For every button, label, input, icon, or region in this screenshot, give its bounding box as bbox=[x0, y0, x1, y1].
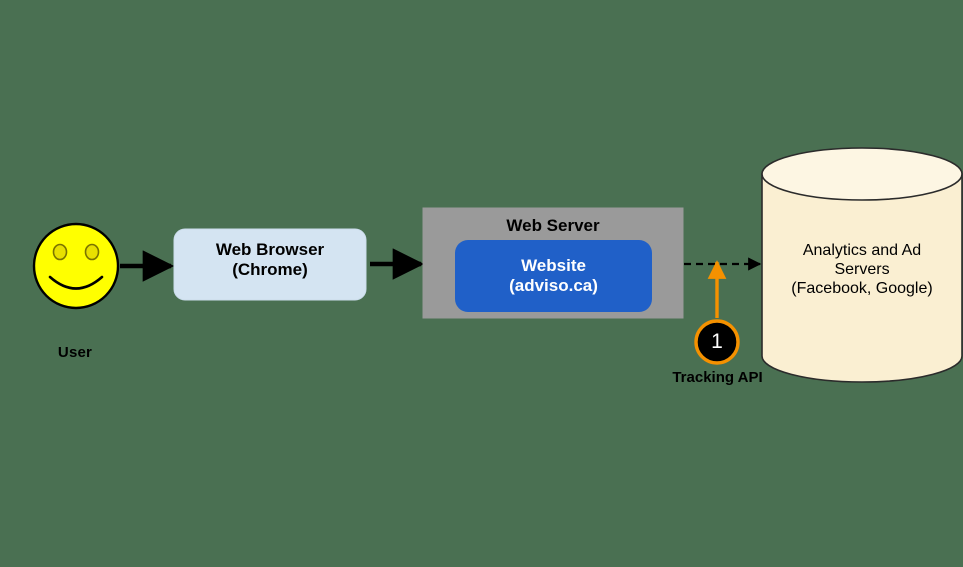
web-browser-node[interactable] bbox=[173, 228, 367, 301]
tracking-api-annotation[interactable] bbox=[694, 260, 740, 365]
analytics-database-node[interactable] bbox=[761, 147, 963, 383]
tracking-api-badge[interactable] bbox=[694, 319, 740, 365]
website-node[interactable] bbox=[455, 240, 652, 312]
smiley-face-icon bbox=[32, 222, 120, 310]
